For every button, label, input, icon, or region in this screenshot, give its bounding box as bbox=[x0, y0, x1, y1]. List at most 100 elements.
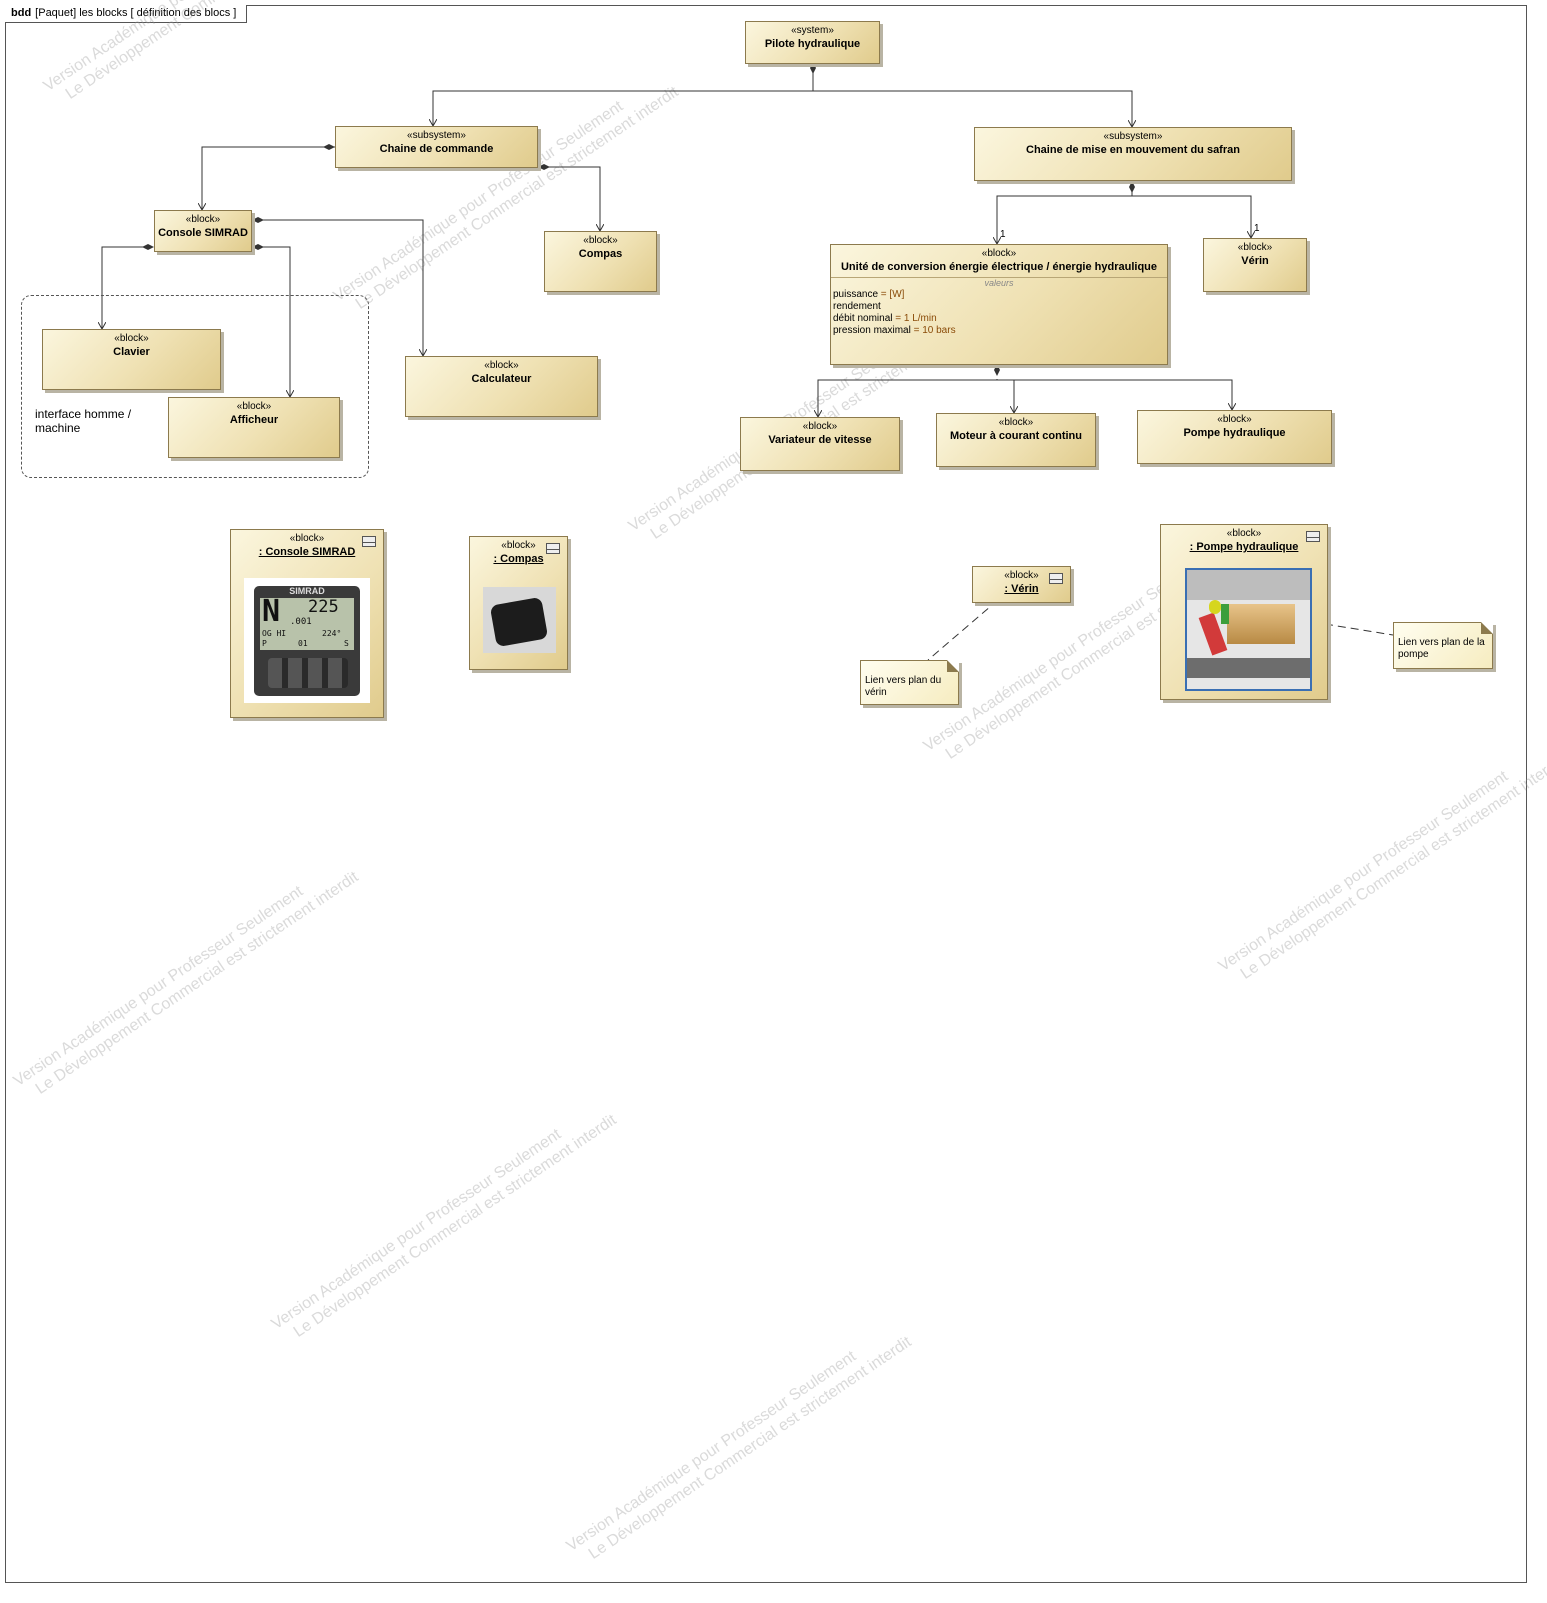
block-unite-de-conversion[interactable]: «block» Unité de conversion énergie élec… bbox=[830, 244, 1168, 365]
block-name: Vérin bbox=[1241, 255, 1269, 267]
compas-device bbox=[489, 596, 549, 648]
block-name: Variateur de vitesse bbox=[768, 434, 872, 446]
instance-name: : Console SIMRAD bbox=[258, 546, 356, 558]
composition-commande-compas bbox=[546, 166, 600, 231]
value-name: débit nominal bbox=[833, 313, 893, 324]
instance-icon bbox=[1306, 531, 1320, 542]
stereotype: «block» bbox=[236, 401, 272, 412]
diamond bbox=[142, 244, 154, 250]
block-calculateur[interactable]: «block» Calculateur bbox=[405, 356, 598, 417]
composition-unite-pompe bbox=[997, 379, 1232, 410]
block-console-simrad[interactable]: «block» Console SIMRAD bbox=[154, 210, 252, 252]
diamond bbox=[994, 364, 1000, 376]
block-name: Moteur à courant continu bbox=[950, 430, 1082, 442]
instance-pompe-hydraulique[interactable]: «block» : Pompe hydraulique bbox=[1160, 524, 1328, 700]
block-pilote-hydraulique[interactable]: «system» Pilote hydraulique bbox=[745, 21, 880, 64]
block-chaine-de-mouvement[interactable]: «subsystem» Chaine de mise en mouvement … bbox=[974, 127, 1292, 181]
stereotype: «block» bbox=[802, 421, 838, 432]
instance-name: : Vérin bbox=[1004, 583, 1039, 595]
instance-console-simrad[interactable]: «block» : Console SIMRAD SIMRAD N 225 .0… bbox=[230, 529, 384, 718]
value-default: = 10 bars bbox=[910, 325, 956, 336]
multiplicity-verin: 1 bbox=[1254, 223, 1260, 234]
screen-line2: .001 bbox=[290, 617, 312, 627]
block-name: Pilote hydraulique bbox=[764, 38, 861, 50]
block-pompe-hydraulique[interactable]: «block» Pompe hydraulique bbox=[1137, 410, 1332, 464]
block-name: Afficheur bbox=[229, 414, 279, 426]
block-name: Pompe hydraulique bbox=[1183, 427, 1286, 439]
diamond bbox=[252, 244, 264, 250]
block-clavier[interactable]: «block» Clavier bbox=[42, 329, 221, 390]
instance-verin[interactable]: «block» : Vérin bbox=[972, 566, 1071, 603]
block-name: Clavier bbox=[113, 346, 150, 358]
block-chaine-de-commande[interactable]: «subsystem» Chaine de commande bbox=[335, 126, 538, 168]
block-name: Unité de conversion énergie électrique /… bbox=[840, 261, 1158, 273]
value-row: puissance = [W] bbox=[833, 289, 1165, 301]
block-verin[interactable]: «block» Vérin bbox=[1203, 238, 1307, 292]
instance-compas[interactable]: «block» : Compas bbox=[469, 536, 568, 670]
stereotype: «subsystem» bbox=[1103, 131, 1163, 142]
instance-name: : Compas bbox=[493, 553, 544, 565]
screen-line4a: P bbox=[262, 639, 267, 648]
values-compartment: valeurs puissance = [W] rendement débit … bbox=[831, 277, 1167, 337]
stereotype: «block» bbox=[981, 248, 1017, 259]
diamond bbox=[538, 164, 550, 170]
pompe-image bbox=[1185, 568, 1312, 691]
value-default: = [W] bbox=[878, 289, 905, 300]
stereotype: «system» bbox=[791, 25, 834, 36]
block-afficheur[interactable]: «block» Afficheur bbox=[168, 397, 340, 458]
screen-line3b: 224° bbox=[322, 629, 342, 638]
interface-group-label: interface homme / machine bbox=[35, 407, 132, 435]
stereotype: «block» bbox=[484, 360, 519, 371]
stereotype: «block» bbox=[583, 235, 618, 246]
composition-mouvement-verin bbox=[1132, 195, 1251, 238]
value-row: rendement bbox=[833, 301, 1165, 313]
block-name: Chaine de mise en mouvement du safran bbox=[1026, 144, 1240, 156]
value-name: puissance bbox=[833, 289, 879, 300]
note-link-verin bbox=[927, 599, 999, 661]
screen-big-letter: N bbox=[262, 594, 281, 629]
instance-icon bbox=[546, 543, 560, 554]
stereotype: «block» bbox=[289, 533, 325, 544]
screen-heading: 225 bbox=[308, 597, 339, 617]
console-screen: N 225 .001 OG HI 224° P 01 S bbox=[260, 594, 354, 650]
block-name: Compas bbox=[578, 248, 623, 260]
diamond bbox=[323, 144, 335, 150]
screen-line3a: OG HI bbox=[262, 629, 287, 638]
pompe-shaft bbox=[1187, 658, 1310, 678]
pompe-green-part bbox=[1221, 604, 1229, 624]
composition-console-calculateur bbox=[262, 219, 423, 356]
instance-icon bbox=[362, 536, 376, 547]
pompe-yellow-part bbox=[1209, 600, 1221, 614]
diamond bbox=[810, 62, 816, 74]
composition-mouvement-unite bbox=[997, 191, 1133, 244]
composition-console-clavier bbox=[102, 246, 148, 329]
diagram-frame bbox=[5, 5, 1527, 1583]
stereotype: «block» bbox=[1237, 242, 1273, 253]
stereotype: «block» bbox=[1226, 528, 1262, 539]
stereotype: «block» bbox=[114, 333, 149, 344]
multiplicity-unite: 1 bbox=[1000, 229, 1006, 240]
note-plan-verin[interactable]: Lien vers plan du vérin bbox=[860, 660, 959, 705]
stereotype: «block» bbox=[185, 214, 221, 225]
instance-name: : Pompe hydraulique bbox=[1189, 541, 1299, 553]
block-name: Console SIMRAD bbox=[158, 227, 248, 239]
stereotype: «block» bbox=[998, 417, 1034, 428]
value-default: = 1 L/min bbox=[892, 313, 937, 324]
composition-pilote-commande bbox=[433, 69, 814, 126]
instance-icon bbox=[1049, 573, 1063, 584]
simrad-brand: SIMRAD bbox=[289, 586, 325, 596]
block-variateur-de-vitesse[interactable]: «block» Variateur de vitesse bbox=[740, 417, 900, 471]
stereotype: «block» bbox=[1217, 414, 1252, 425]
block-compas[interactable]: «block» Compas bbox=[544, 231, 657, 292]
note-link-pompe bbox=[1324, 623, 1394, 636]
pompe-piston bbox=[1227, 604, 1295, 644]
block-moteur-courant-continu[interactable]: «block» Moteur à courant continu bbox=[936, 413, 1096, 467]
note-plan-pompe[interactable]: Lien vers plan de la pompe bbox=[1393, 622, 1493, 669]
compas-image bbox=[483, 587, 556, 653]
compartment-title: valeurs bbox=[984, 278, 1014, 288]
composition-unite-variateur bbox=[818, 379, 998, 417]
composition-commande-console bbox=[202, 146, 335, 210]
stereotype: «subsystem» bbox=[407, 130, 466, 141]
diagram-frame-header: bdd[Paquet] les blocks [ définition des … bbox=[5, 5, 248, 23]
stereotype: «block» bbox=[1004, 570, 1039, 581]
